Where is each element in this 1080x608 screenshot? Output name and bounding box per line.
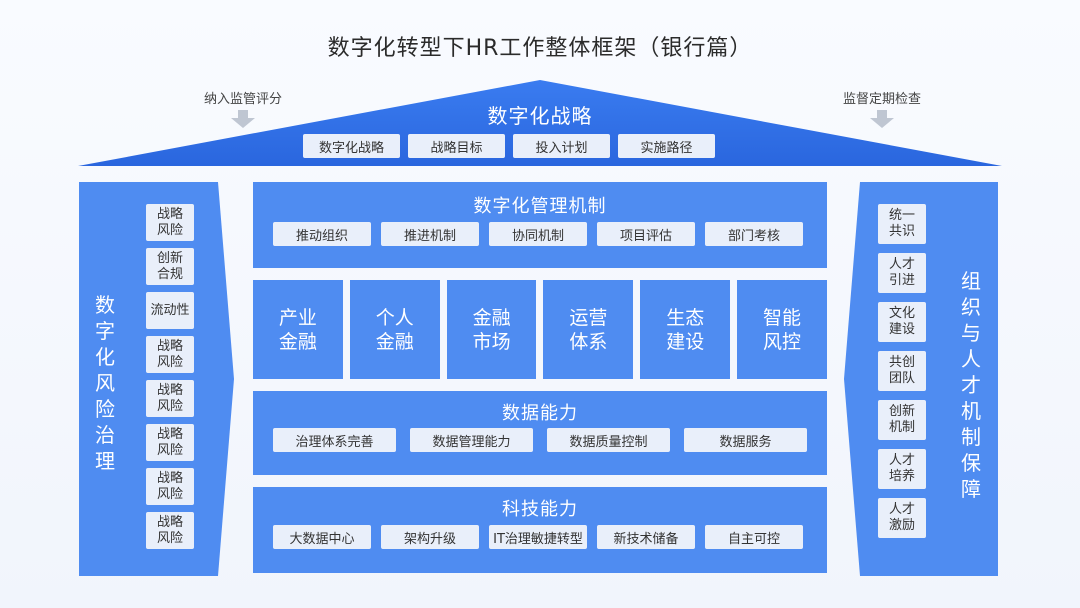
roof-title: 数字化战略 (487, 104, 593, 128)
talent-item: 人才引进 (878, 253, 926, 293)
risk-governance-title: 数 字 化 风 险 治 理 (95, 293, 115, 473)
note-left: 纳入监管评分 (203, 92, 282, 107)
management-item: 推动组织 (273, 222, 371, 246)
tech-capability-panel: 科技能力 大数据中心 架构升级 IT治理敏捷转型 新技术储备 自主可控 (253, 487, 827, 573)
roof-tag: 战略目标 (408, 134, 505, 158)
roof-tag: 数字化战略 (303, 134, 400, 158)
risk-items: 战略风险 创新合规 流动性 战略风险 战略风险 战略风险 战略风险 战略风险 (146, 204, 198, 549)
down-arrow-icon (231, 110, 255, 128)
data-capability-item: 数据服务 (684, 428, 807, 452)
tech-capability-items: 大数据中心 架构升级 IT治理敏捷转型 新技术储备 自主可控 (273, 525, 803, 549)
data-capability-title: 数据能力 (502, 403, 578, 424)
management-item: 部门考核 (705, 222, 803, 246)
talent-item: 统一共识 (878, 204, 926, 244)
tech-capability-item: 自主可控 (705, 525, 803, 549)
business-block: 金融市场 (446, 280, 537, 379)
talent-mechanism-column: 统一共识 人才引进 文化建设 共创团队 创新机制 人才培养 人才激励 组 织 与… (860, 182, 998, 576)
tech-capability-item: 新技术储备 (597, 525, 695, 549)
roof-tag: 投入计划 (513, 134, 610, 158)
talent-items: 统一共识 人才引进 文化建设 共创团队 创新机制 人才培养 人才激励 (878, 204, 930, 538)
business-block: 智能风控 (737, 280, 827, 379)
risk-item: 战略风险 (146, 380, 194, 417)
risk-item: 战略风险 (146, 424, 194, 461)
risk-item: 战略风险 (146, 204, 194, 241)
risk-item: 战略风险 (146, 336, 194, 373)
data-capability-panel: 数据能力 治理体系完善 数据管理能力 数据质量控制 数据服务 (253, 391, 827, 475)
business-blocks: 产业金融 个人金融 金融市场 运营体系 生态建设 智能风控 (253, 280, 827, 379)
talent-item: 人才激励 (878, 498, 926, 538)
risk-governance-column: 数 字 化 风 险 治 理 战略风险 创新合规 流动性 战略风险 战略风险 战略… (79, 182, 218, 576)
tech-capability-item: 大数据中心 (273, 525, 371, 549)
data-capability-item: 数据质量控制 (547, 428, 670, 452)
note-right: 监督定期检查 (842, 92, 921, 107)
management-title: 数字化管理机制 (473, 196, 607, 217)
roof-tag: 实施路径 (618, 134, 715, 158)
risk-item: 流动性 (146, 292, 194, 329)
management-item: 项目评估 (597, 222, 695, 246)
talent-mechanism-title: 组 织 与 人 才 机 制 保 障 (961, 269, 981, 501)
tech-capability-item: 架构升级 (381, 525, 479, 549)
management-items: 推动组织 推进机制 协同机制 项目评估 部门考核 (273, 222, 803, 246)
management-panel: 数字化管理机制 推动组织 推进机制 协同机制 项目评估 部门考核 (253, 182, 827, 268)
management-item: 协同机制 (489, 222, 587, 246)
risk-item: 战略风险 (146, 512, 194, 549)
talent-item: 人才培养 (878, 449, 926, 489)
left-pointing-arrow-icon (844, 182, 860, 576)
business-block: 生态建设 (640, 280, 731, 379)
tech-capability-title: 科技能力 (502, 499, 578, 520)
down-arrow-icon (870, 110, 894, 128)
talent-item: 文化建设 (878, 302, 926, 342)
business-block: 运营体系 (543, 280, 634, 379)
talent-item: 共创团队 (878, 351, 926, 391)
business-block: 产业金融 (253, 280, 343, 379)
risk-item: 创新合规 (146, 248, 194, 285)
data-capability-items: 治理体系完善 数据管理能力 数据质量控制 数据服务 (273, 428, 807, 452)
business-block: 个人金融 (349, 280, 440, 379)
right-pointing-arrow-icon (218, 182, 234, 576)
roof-tags: 数字化战略 战略目标 投入计划 实施路径 (303, 134, 715, 158)
talent-item: 创新机制 (878, 400, 926, 440)
management-item: 推进机制 (381, 222, 479, 246)
risk-item: 战略风险 (146, 468, 194, 505)
page-title: 数字化转型下HR工作整体框架（银行篇） (327, 36, 753, 61)
data-capability-item: 治理体系完善 (273, 428, 396, 452)
data-capability-item: 数据管理能力 (410, 428, 533, 452)
tech-capability-item: IT治理敏捷转型 (489, 525, 587, 549)
